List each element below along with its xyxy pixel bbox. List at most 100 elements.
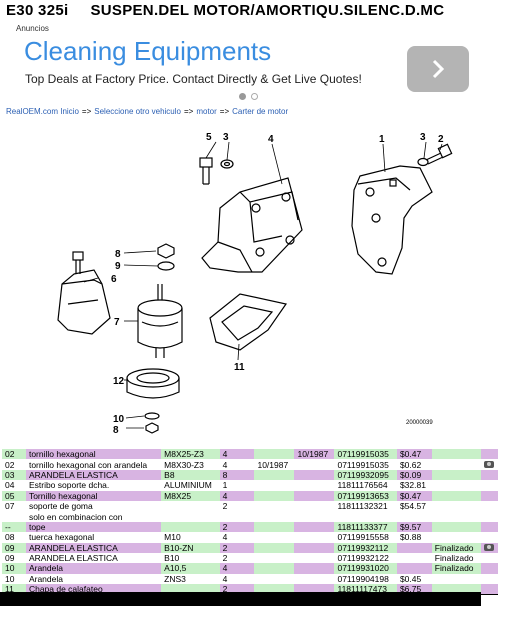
table-cell-from	[254, 480, 295, 491]
table-cell-to: 10/1987	[294, 449, 335, 460]
table-cell-pn[interactable]: 11811133377	[334, 521, 397, 533]
camera-icon[interactable]	[483, 460, 494, 468]
table-cell-pn[interactable]	[334, 511, 397, 522]
ad-carousel-dots	[239, 93, 258, 100]
breadcrumb-current-link[interactable]: Carter de motor	[232, 107, 289, 116]
table-cell-pn[interactable]: 07119904198	[334, 573, 397, 585]
ad-description[interactable]: Top Deals at Factory Price. Contact Dire…	[25, 72, 362, 86]
callout-label: 2	[438, 134, 444, 145]
table-cell-to	[294, 521, 335, 533]
callout-label: 6	[111, 274, 117, 285]
table-cell-sup	[161, 521, 220, 533]
table-cell-no: 09	[2, 552, 26, 564]
table-cell-image	[480, 563, 498, 574]
table-row[interactable]: solo en combinacion con	[2, 511, 498, 522]
table-cell-note	[431, 449, 481, 460]
table-cell-desc: Chapa de calafateo	[25, 584, 162, 595]
breadcrumb-select-vehicle-link[interactable]: Seleccione otro vehiculo	[94, 107, 181, 116]
callout-label: 12	[113, 376, 125, 387]
washer-9-drawing	[157, 261, 175, 271]
table-cell-note: Finalizado	[431, 552, 481, 564]
table-cell-price	[396, 563, 432, 574]
table-cell-desc: tornillo hexagonal con arandela	[25, 459, 162, 470]
table-cell-from	[254, 449, 295, 460]
table-cell-pn[interactable]: 07119932095	[334, 469, 397, 481]
callout-label: 10	[113, 414, 125, 425]
camera-icon[interactable]	[483, 543, 494, 551]
table-cell-from	[254, 521, 295, 533]
table-cell-pn[interactable]: 11811132321	[334, 500, 397, 512]
callout-label: 4	[268, 134, 274, 145]
ad-banner[interactable]: Cleaning Equipments Top Deals at Factory…	[0, 36, 505, 108]
table-cell-from	[254, 563, 295, 574]
leader-lines	[83, 141, 443, 429]
breadcrumb-engine-link[interactable]: motor	[196, 107, 217, 116]
table-cell-from	[254, 542, 295, 553]
table-cell-sup: ZNS3	[161, 573, 220, 585]
table-cell-image	[480, 573, 498, 585]
table-cell-pn[interactable]: 11811117473	[334, 584, 397, 595]
table-cell-pn[interactable]: 07119915035	[334, 449, 397, 460]
table-cell-pn[interactable]: 07119931020	[334, 563, 397, 574]
table-cell-no: 04	[2, 480, 26, 491]
table-cell-from	[254, 532, 295, 543]
diagram-code: 20000039	[406, 420, 433, 426]
table-cell-image	[480, 521, 498, 533]
table-cell-to	[294, 532, 335, 543]
ad-next-button[interactable]	[407, 46, 469, 92]
table-cell-no: 07	[2, 500, 26, 512]
rubber-mount-6-drawing	[57, 251, 111, 335]
table-cell-pn[interactable]: 07119913653	[334, 490, 397, 501]
table-cell-desc: soporte de goma	[25, 500, 162, 512]
table-cell-image	[480, 532, 498, 543]
table-cell-image	[480, 480, 498, 491]
breadcrumb-separator: =>	[219, 107, 230, 116]
table-cell-price	[396, 542, 432, 553]
table-cell-no: 05	[2, 490, 26, 501]
table-cell-to	[294, 552, 335, 564]
washer-3-drawing	[220, 159, 234, 169]
table-cell-pn[interactable]: 07119915035	[334, 459, 397, 470]
table-cell-note	[431, 490, 481, 501]
table-cell-pn[interactable]: 07119932112	[334, 542, 397, 553]
ad-headline[interactable]: Cleaning Equipments	[24, 36, 272, 66]
carousel-dot-active[interactable]	[239, 93, 246, 100]
nut-8-top-drawing	[157, 243, 175, 259]
breadcrumb: RealOEM.com Inicio => Seleccione otro vehi…	[6, 107, 288, 116]
table-cell-note	[431, 584, 481, 595]
table-cell-price	[396, 511, 432, 522]
callout-label: 9	[115, 261, 121, 272]
table-cell-sup	[161, 584, 220, 595]
table-cell-sup: B10-ZN	[161, 542, 220, 553]
table-cell-image	[480, 500, 498, 512]
bolt-5-drawing	[199, 157, 213, 185]
breadcrumb-home-link[interactable]: RealOEM.com Inicio	[6, 107, 79, 116]
table-cell-image	[480, 469, 498, 481]
table-cell-pn[interactable]: 11811176564	[334, 480, 397, 491]
table-cell-sup	[161, 500, 220, 512]
callout-label: 11	[234, 362, 245, 373]
carousel-dot[interactable]	[251, 93, 258, 100]
table-cell-note: Finalizado	[431, 563, 481, 574]
table-cell-pn[interactable]: 07119932122	[334, 552, 397, 564]
callout-label: 7	[114, 317, 120, 328]
table-cell-pn[interactable]: 07119915558	[334, 532, 397, 543]
table-cell-no: --	[2, 521, 26, 533]
table-cell-qty: 4	[219, 490, 255, 501]
table-cell-from: 10/1987	[254, 459, 295, 470]
table-cell-note	[431, 480, 481, 491]
